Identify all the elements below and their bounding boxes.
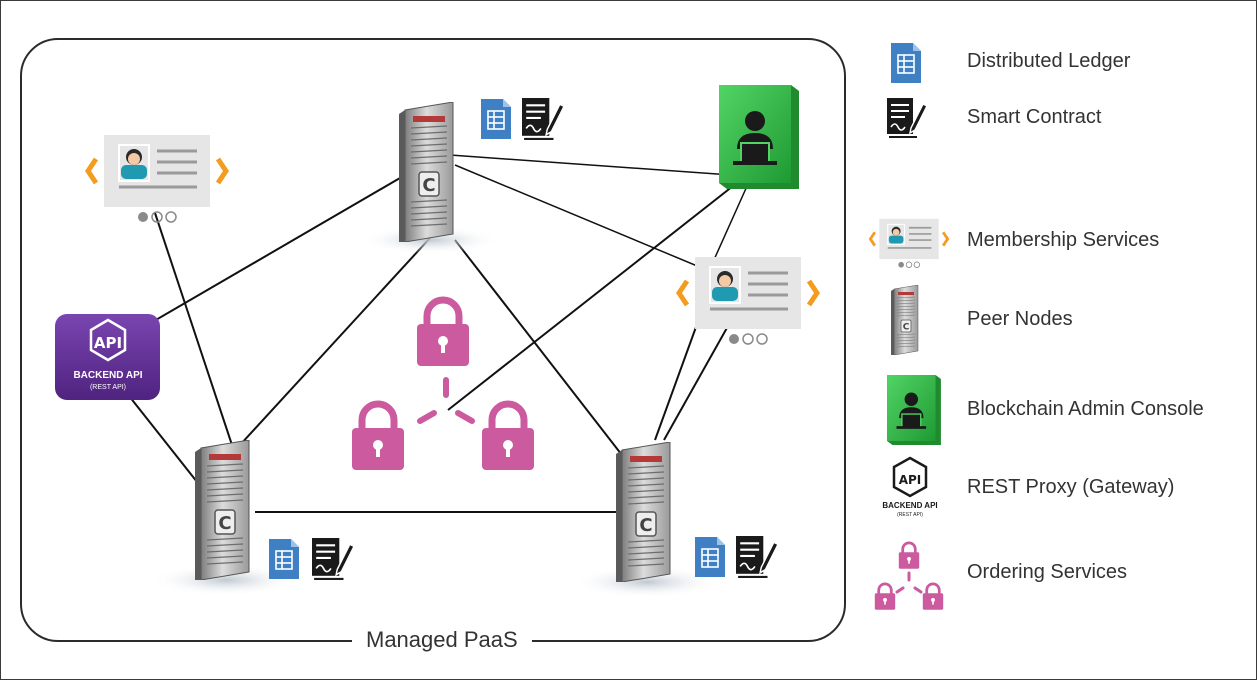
legend-label-distributed-ledger: Distributed Ledger xyxy=(967,50,1131,72)
legend-label-rest-proxy: REST Proxy (Gateway) xyxy=(967,476,1175,498)
api-badge-caption: (REST API) xyxy=(90,384,126,391)
svg-text:(REST API): (REST API) xyxy=(897,512,923,518)
svg-text:API: API xyxy=(899,473,922,487)
legend-label-membership-services: Membership Services xyxy=(967,229,1160,251)
legend-label-peer-nodes: Peer Nodes xyxy=(967,308,1073,330)
legend-label-smart-contract: Smart Contract xyxy=(967,106,1102,128)
rest-api-badge: API BACKEND API (REST API) xyxy=(55,314,160,400)
svg-text:BACKEND API: BACKEND API xyxy=(882,501,937,510)
legend-rest-api-icon: API BACKEND API (REST API) xyxy=(882,456,938,518)
managed-paas-label: Managed PaaS xyxy=(352,627,532,653)
managed-paas-container xyxy=(20,38,846,642)
legend-label-ordering-services: Ordering Services xyxy=(967,561,1128,583)
legend-label-admin-console: Blockchain Admin Console xyxy=(967,398,1204,420)
api-badge-title: API xyxy=(94,334,122,352)
api-badge-subtitle: BACKEND API xyxy=(73,370,142,381)
legend-ordering-icon xyxy=(874,541,944,610)
